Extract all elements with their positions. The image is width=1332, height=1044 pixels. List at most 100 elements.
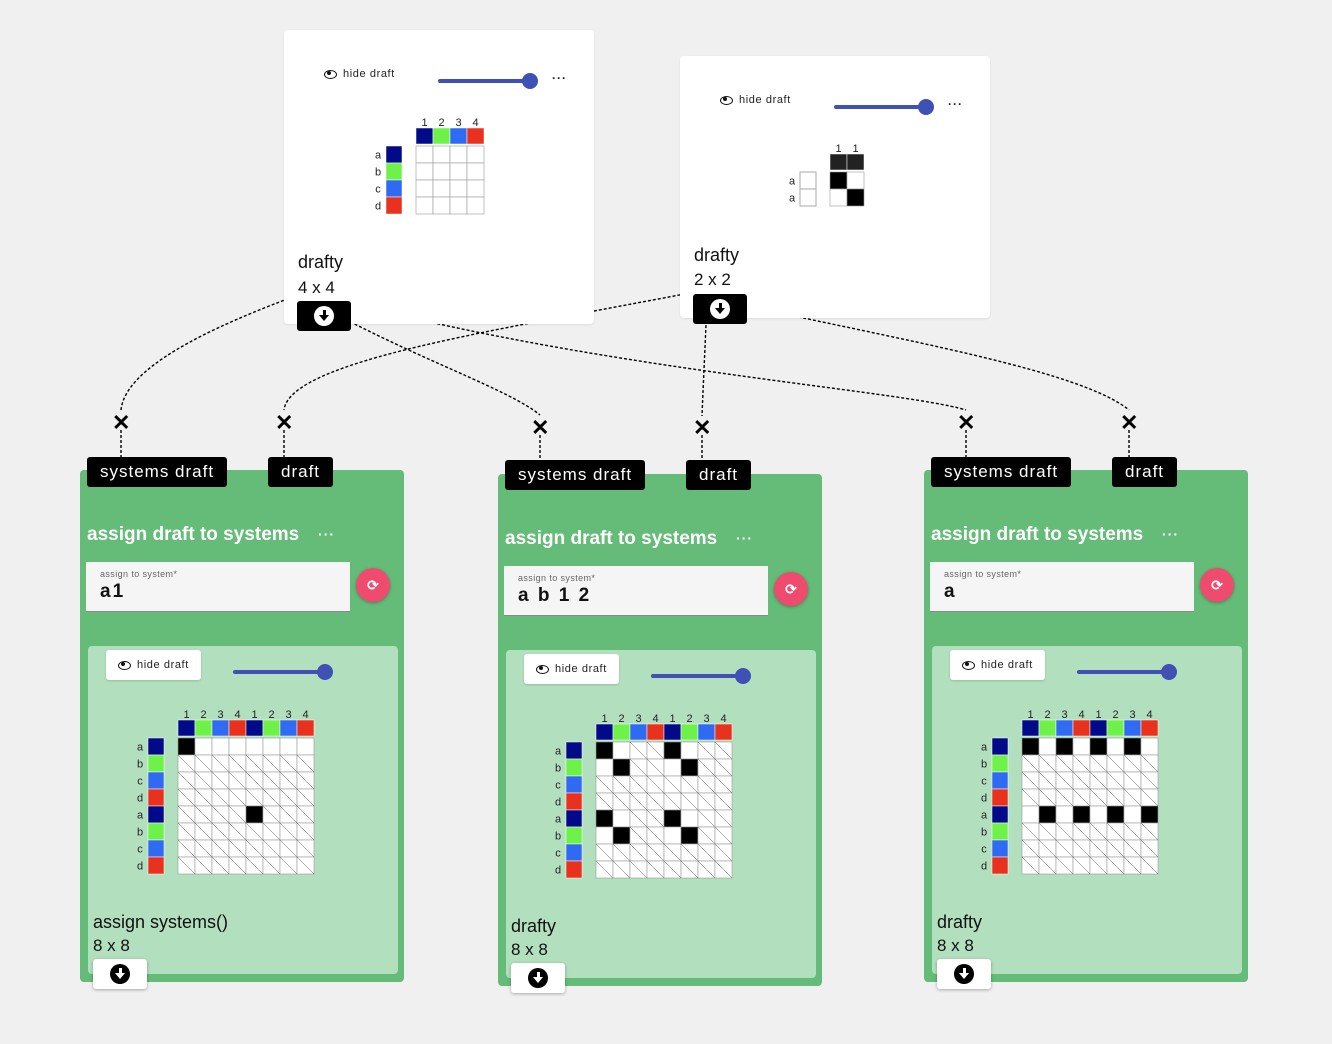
- draft-cell[interactable]: [415, 196, 434, 215]
- row-color-swatch[interactable]: [565, 860, 583, 879]
- download-button[interactable]: [297, 301, 351, 331]
- draft-cell[interactable]: [1106, 805, 1125, 824]
- draft-cell[interactable]: [415, 145, 434, 164]
- col-color-swatch[interactable]: [612, 723, 631, 741]
- draft-cell[interactable]: [1055, 805, 1074, 824]
- operation-node-3[interactable]: assign draft to systems ··· assign to sy…: [924, 470, 1248, 982]
- row-color-swatch[interactable]: [565, 775, 583, 794]
- draft-cell[interactable]: [846, 171, 865, 190]
- row-color-swatch[interactable]: [991, 737, 1009, 756]
- row-color-swatch[interactable]: [385, 179, 403, 198]
- delete-connection-icon[interactable]: ✕: [957, 410, 976, 435]
- col-color-swatch[interactable]: [245, 719, 264, 737]
- row-color-swatch[interactable]: [991, 788, 1009, 807]
- row-color-swatch[interactable]: [799, 188, 817, 207]
- draft-cell[interactable]: [1140, 805, 1159, 824]
- row-color-swatch[interactable]: [147, 737, 165, 756]
- download-button[interactable]: [937, 959, 991, 989]
- draft-cell[interactable]: [1021, 737, 1040, 756]
- draft-cell[interactable]: [1021, 805, 1040, 824]
- row-color-swatch[interactable]: [991, 754, 1009, 773]
- draft-cell[interactable]: [663, 826, 682, 845]
- operation-node-1[interactable]: assign draft to systems ··· assign to sy…: [80, 470, 404, 982]
- download-button[interactable]: [693, 294, 747, 324]
- draft-cell[interactable]: [194, 737, 213, 756]
- draft-cell[interactable]: [211, 737, 230, 756]
- draft-cell[interactable]: [432, 196, 451, 215]
- row-color-swatch[interactable]: [991, 839, 1009, 858]
- draft-cell[interactable]: [449, 179, 468, 198]
- more-options-icon[interactable]: ···: [948, 97, 963, 111]
- refresh-button[interactable]: ⟳: [1200, 568, 1234, 602]
- col-color-swatch[interactable]: [1140, 719, 1159, 737]
- draft-cell[interactable]: [466, 145, 485, 164]
- row-color-swatch[interactable]: [991, 856, 1009, 875]
- col-color-swatch[interactable]: [449, 127, 468, 145]
- input-port-draft[interactable]: draft: [268, 457, 334, 487]
- draft-cell[interactable]: [1038, 737, 1057, 756]
- draft-cell[interactable]: [432, 145, 451, 164]
- col-color-swatch[interactable]: [1123, 719, 1142, 737]
- draft-cell[interactable]: [245, 805, 264, 824]
- col-color-swatch[interactable]: [829, 153, 848, 171]
- col-color-swatch[interactable]: [415, 127, 434, 145]
- col-color-swatch[interactable]: [629, 723, 648, 741]
- draft-cell[interactable]: [829, 188, 848, 207]
- input-port-systems-draft[interactable]: systems draft: [505, 460, 646, 490]
- row-color-swatch[interactable]: [799, 171, 817, 190]
- draft-cell[interactable]: [680, 826, 699, 845]
- col-color-swatch[interactable]: [646, 723, 665, 741]
- draft-cell[interactable]: [432, 162, 451, 181]
- download-button[interactable]: [93, 959, 147, 989]
- draft-cell[interactable]: [680, 758, 699, 777]
- slider-thumb[interactable]: [735, 668, 751, 684]
- draft-cell[interactable]: [296, 737, 315, 756]
- draft-cell[interactable]: [1123, 737, 1142, 756]
- download-button[interactable]: [511, 963, 565, 993]
- row-color-swatch[interactable]: [991, 822, 1009, 841]
- row-color-swatch[interactable]: [991, 805, 1009, 824]
- draft-cell[interactable]: [612, 741, 631, 760]
- row-color-swatch[interactable]: [385, 145, 403, 164]
- draft-cell[interactable]: [663, 758, 682, 777]
- col-color-swatch[interactable]: [697, 723, 716, 741]
- draft-cell[interactable]: [612, 826, 631, 845]
- col-color-swatch[interactable]: [432, 127, 451, 145]
- row-color-swatch[interactable]: [147, 771, 165, 790]
- input-port-draft[interactable]: draft: [686, 460, 752, 490]
- draft-cell[interactable]: [595, 826, 614, 845]
- hide-draft-toggle[interactable]: hide draft: [324, 68, 395, 80]
- draft-cell[interactable]: [262, 737, 281, 756]
- col-color-swatch[interactable]: [1072, 719, 1091, 737]
- more-options-icon[interactable]: ···: [736, 530, 753, 546]
- refresh-button[interactable]: ⟳: [356, 568, 390, 602]
- assign-to-system-field[interactable]: assign to system* a1: [86, 562, 350, 612]
- assign-to-system-field[interactable]: assign to system* a b 1 2: [504, 566, 768, 616]
- delete-connection-icon[interactable]: ✕: [1120, 410, 1139, 435]
- zoom-slider[interactable]: [834, 99, 934, 115]
- row-color-swatch[interactable]: [565, 843, 583, 862]
- col-color-swatch[interactable]: [1055, 719, 1074, 737]
- col-color-swatch[interactable]: [1106, 719, 1125, 737]
- row-color-swatch[interactable]: [565, 758, 583, 777]
- row-color-swatch[interactable]: [147, 788, 165, 807]
- draft-cell[interactable]: [449, 162, 468, 181]
- draft-cell[interactable]: [1089, 737, 1108, 756]
- delete-connection-icon[interactable]: ✕: [275, 410, 294, 435]
- draft-cell[interactable]: [595, 809, 614, 828]
- row-color-swatch[interactable]: [565, 792, 583, 811]
- draft-cell[interactable]: [829, 171, 848, 190]
- operation-node-2[interactable]: assign draft to systems ··· assign to sy…: [498, 474, 822, 986]
- draft-cell[interactable]: [595, 758, 614, 777]
- col-color-swatch[interactable]: [296, 719, 315, 737]
- refresh-button[interactable]: ⟳: [774, 572, 808, 606]
- assign-to-system-field[interactable]: assign to system* a: [930, 562, 1194, 612]
- col-color-swatch[interactable]: [194, 719, 213, 737]
- row-color-swatch[interactable]: [147, 754, 165, 773]
- more-options-icon[interactable]: ···: [552, 71, 567, 85]
- slider-thumb[interactable]: [1161, 664, 1177, 680]
- hide-draft-toggle[interactable]: hide draft: [524, 654, 619, 684]
- hide-draft-toggle[interactable]: hide draft: [950, 650, 1045, 680]
- draft-cell[interactable]: [466, 179, 485, 198]
